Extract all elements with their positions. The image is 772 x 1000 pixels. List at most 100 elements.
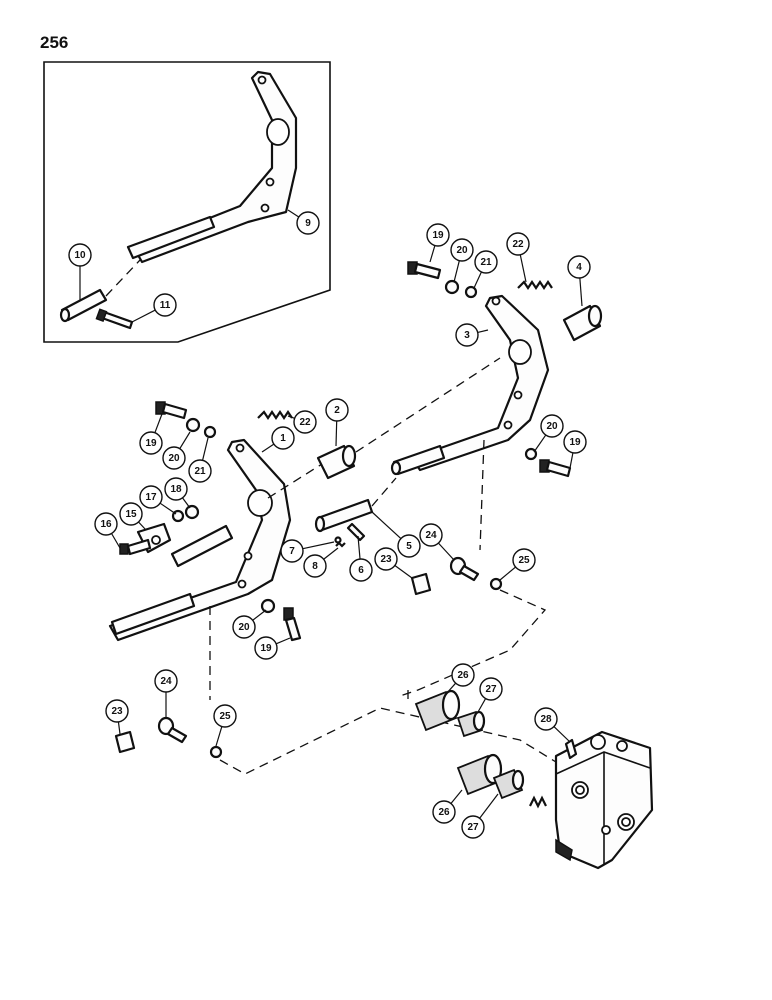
callout-circle xyxy=(271,426,295,450)
callout-circle xyxy=(563,430,587,454)
callout-26: 26 xyxy=(432,789,463,824)
roller-26-lower xyxy=(456,753,503,796)
callout-label: 8 xyxy=(312,561,318,572)
nut-20-left xyxy=(185,417,201,433)
callout-label: 27 xyxy=(485,684,497,695)
callout-3: 3 xyxy=(455,323,489,347)
callout-21: 21 xyxy=(188,437,212,483)
callout-circle xyxy=(474,250,498,274)
callout-label: 6 xyxy=(358,565,364,576)
callout-label: 19 xyxy=(569,437,581,448)
callout-circle xyxy=(303,554,327,578)
callout-label: 25 xyxy=(518,555,530,566)
callout-leader xyxy=(477,698,487,713)
callout-leader xyxy=(252,609,267,621)
callout-25: 25 xyxy=(213,704,237,747)
callout-circle xyxy=(188,459,212,483)
callout-leader xyxy=(569,452,574,469)
callout-leader xyxy=(117,721,121,735)
callout-leader xyxy=(261,443,275,453)
callout-circle xyxy=(153,293,177,317)
callout-19: 19 xyxy=(139,413,163,455)
callout-22: 22 xyxy=(506,232,530,283)
bolt-19-left xyxy=(155,401,188,420)
callout-label: 23 xyxy=(111,706,123,717)
callout-leader xyxy=(445,682,457,695)
callout-17: 17 xyxy=(139,485,177,515)
callout-leader xyxy=(429,245,436,263)
callout-circle xyxy=(232,615,256,639)
inset-pin-10 xyxy=(59,288,108,323)
callout-leader xyxy=(477,329,489,334)
shaft xyxy=(170,524,234,568)
callout-leader xyxy=(302,541,335,550)
callout-leader xyxy=(438,542,455,561)
callout-circle xyxy=(119,502,143,526)
callout-27: 27 xyxy=(461,793,499,839)
callout-leader xyxy=(371,511,402,539)
nut-20-right xyxy=(524,447,538,461)
callout-circle xyxy=(397,534,421,558)
callout-leader xyxy=(275,637,291,645)
callout-leader xyxy=(215,726,223,747)
callout-20: 20 xyxy=(533,414,564,453)
spring-8 xyxy=(335,541,346,548)
callout-15: 15 xyxy=(119,502,147,531)
callout-label: 16 xyxy=(100,519,112,530)
nut-20-lower xyxy=(260,598,276,614)
callout-circle xyxy=(419,523,443,547)
callout-leader xyxy=(473,271,482,289)
callout-leader xyxy=(453,260,460,283)
callout-label: 25 xyxy=(219,711,231,722)
callout-label: 22 xyxy=(299,417,311,428)
callout-label: 4 xyxy=(576,262,582,273)
callout-label: 23 xyxy=(380,554,392,565)
callout-21: 21 xyxy=(473,250,498,289)
callout-circle xyxy=(426,223,450,247)
inset-bolt-11 xyxy=(95,308,134,330)
callout-label: 1 xyxy=(280,433,286,444)
callout-label: 22 xyxy=(512,239,524,250)
callout-circle xyxy=(162,446,186,470)
inset-frame xyxy=(43,61,331,343)
callout-label: 10 xyxy=(74,250,86,261)
callout-label: 20 xyxy=(546,421,558,432)
bolt-19-lower xyxy=(283,607,302,642)
callout-24: 24 xyxy=(154,669,178,718)
inset-pedal-9 xyxy=(126,70,298,264)
callout-label: 26 xyxy=(438,807,450,818)
callout-22: 22 xyxy=(287,410,317,434)
callout-label: 20 xyxy=(168,453,180,464)
pin-6 xyxy=(346,522,366,542)
callout-circle xyxy=(540,414,564,438)
callout-leader xyxy=(202,437,209,461)
callout-circle xyxy=(451,663,475,687)
bushing-4 xyxy=(562,304,603,342)
bolt-19-top xyxy=(407,261,442,280)
callout-circle xyxy=(461,815,485,839)
callout-23: 23 xyxy=(105,699,129,735)
callout-circle xyxy=(154,669,178,693)
callout-label: 3 xyxy=(464,330,470,341)
roller-27-upper xyxy=(456,710,486,738)
callout-24: 24 xyxy=(419,523,455,561)
fitting-23-upper xyxy=(410,572,432,596)
callout-label: 2 xyxy=(334,405,340,416)
nut-18 xyxy=(184,504,200,520)
callout-circle xyxy=(479,677,503,701)
callout-circle xyxy=(94,512,118,536)
callout-10: 10 xyxy=(68,243,92,300)
callout-label: 26 xyxy=(457,670,469,681)
callout-leader xyxy=(335,420,338,447)
callout-circle xyxy=(139,431,163,455)
nut-21-top xyxy=(464,285,478,299)
callout-circle xyxy=(450,238,474,262)
callout-1: 1 xyxy=(261,426,295,453)
page-number: 256 xyxy=(40,33,69,52)
callout-20: 20 xyxy=(450,238,474,283)
callout-circle xyxy=(534,707,558,731)
callout-label: 18 xyxy=(170,484,182,495)
callout-circle xyxy=(105,699,129,723)
